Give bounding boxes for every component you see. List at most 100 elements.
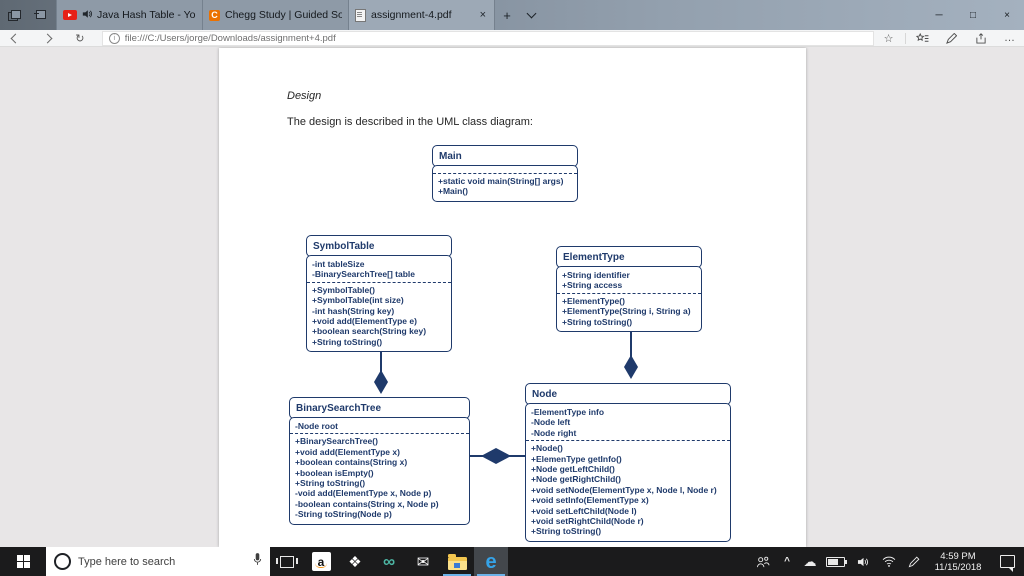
taskbar-item-dropbox[interactable]: ❖ [338, 547, 372, 576]
task-view-icon [276, 555, 298, 568]
hidden-icons-chevron[interactable]: ^ [784, 556, 790, 567]
uml-method: -int hash(String key) [312, 305, 395, 316]
onedrive-cloud-icon[interactable]: ☁ [803, 553, 817, 569]
connector-elementtype-node [630, 327, 632, 357]
uml-attribute: -Node root [295, 421, 338, 431]
url-text: file:///C:/Users/jorge/Downloads/assignm… [124, 32, 336, 44]
page-info-icon[interactable]: i [108, 32, 120, 44]
uml-method: +String toString() [562, 316, 633, 327]
uml-attributes [433, 166, 577, 173]
share-icon[interactable] [966, 32, 995, 44]
uml-attribute: -BinarySearchTree[] table [312, 269, 415, 280]
uml-attributes: -Node root [290, 418, 469, 433]
pdf-viewer[interactable]: Design The design is described in the UM… [0, 47, 1024, 547]
browser-navbar: ↻ i file:///C:/Users/jorge/Downloads/ass… [0, 30, 1024, 47]
close-button[interactable]: × [1004, 9, 1010, 21]
uml-methods: +SymbolTable()+SymbolTable(int size)-int… [307, 281, 451, 351]
volume-icon[interactable] [850, 556, 876, 568]
taskbar-item-edge[interactable]: e [474, 547, 508, 576]
taskbar-item-file-explorer[interactable] [440, 547, 474, 576]
uml-class-name: Main [432, 145, 578, 167]
navbar-right-icons: ☆ … [874, 32, 1024, 45]
uml-method: +SymbolTable() [312, 284, 375, 295]
uml-method: +void setRightChild(Node r) [531, 516, 644, 527]
uml-method: +BinarySearchTree() [295, 436, 378, 447]
uml-class-body: -Node root +BinarySearchTree()+void add(… [289, 417, 470, 525]
connector-bst-node [470, 455, 484, 457]
uml-class-name: Node [525, 383, 731, 405]
clock-date: 11/15/2018 [934, 561, 982, 573]
uml-method: +Main() [438, 186, 468, 197]
dropbox-icon: ❖ [348, 553, 362, 571]
tab-strip: Java Hash Table - YouTu C Chegg Study | … [56, 0, 495, 30]
uml-attributes: +String identifier+String access [557, 267, 701, 293]
uml-attribute: -ElementType info [531, 407, 605, 417]
action-center-button[interactable] [990, 555, 1024, 572]
minimize-button[interactable]: ─ [935, 9, 943, 21]
search-placeholder: Type here to search [78, 555, 176, 568]
maximize-button[interactable]: □ [969, 9, 977, 21]
tab-youtube[interactable]: Java Hash Table - YouTu [56, 0, 203, 30]
tab-audio-icon[interactable] [82, 9, 92, 22]
uml-attribute: -int tableSize [312, 259, 365, 269]
uml-attribute: +String access [562, 280, 623, 291]
uml-method: +String toString() [295, 478, 366, 489]
refresh-button[interactable]: ↻ [75, 32, 85, 45]
uml-class-body: -int tableSize-BinarySearchTree[] table … [306, 255, 452, 353]
pdf-page: Design The design is described in the UM… [219, 48, 806, 547]
infinity-app-icon: ∞ [382, 551, 396, 571]
uml-attributes: -ElementType info-Node left-Node right [526, 404, 730, 440]
uml-method: +boolean isEmpty() [295, 467, 374, 478]
uml-methods: +ElementType()+ElementType(String i, Str… [557, 292, 701, 331]
uml-method: -boolean contains(String x, Node p) [295, 498, 439, 509]
uml-class-name: ElementType [556, 246, 702, 268]
taskbar-item-amazon[interactable]: a [304, 547, 338, 576]
tab-close-icon[interactable]: × [479, 9, 486, 21]
tab-preview-chevron-icon[interactable] [519, 0, 543, 30]
pdf-document-icon [355, 8, 366, 22]
uml-class-body: +static void main(String[] args)+Main() [432, 165, 578, 202]
microphone-icon[interactable] [253, 552, 262, 571]
taskbar-item-mail[interactable]: ✉ [406, 547, 440, 576]
tab-title: assignment-4.pdf [371, 9, 452, 21]
uml-method: +static void main(String[] args) [438, 176, 564, 186]
uml-method: +void setInfo(ElementType x) [531, 495, 649, 506]
set-tabs-aside-icon[interactable] [8, 9, 21, 21]
uml-method: +ElementType() [562, 295, 625, 306]
pen-icon[interactable] [902, 556, 926, 568]
back-button[interactable] [0, 33, 32, 43]
composition-diamond [481, 448, 511, 464]
windows-taskbar: Type here to search a ❖ ∞ ✉ e ^ ☁ [0, 547, 1024, 576]
uml-class: SymbolTable -int tableSize-BinarySearchT… [306, 235, 452, 353]
restore-tabs-icon[interactable] [33, 9, 46, 21]
uml-class: ElementType +String identifier+String ac… [556, 246, 702, 333]
address-bar[interactable]: i file:///C:/Users/jorge/Downloads/assig… [101, 30, 874, 46]
uml-method: +Node() [531, 443, 563, 454]
start-button[interactable] [0, 547, 46, 576]
windows-logo-icon [16, 555, 30, 568]
search-box[interactable]: Type here to search [46, 547, 270, 576]
taskbar-item-visual-studio[interactable]: ∞ [372, 547, 406, 576]
chegg-icon: C [209, 9, 220, 21]
uml-diagram: Main +static void main(String[] args)+Ma… [219, 48, 806, 547]
people-icon[interactable] [750, 556, 776, 568]
tab-assignment-pdf[interactable]: assignment-4.pdf × [349, 0, 495, 30]
system-tray: ^ ☁ 4:59 PM 11/15/2018 [750, 547, 1024, 576]
battery-icon[interactable] [822, 556, 850, 567]
cortana-icon [54, 553, 71, 570]
new-tab-button[interactable]: + [503, 7, 511, 23]
hub-favorites-icon[interactable] [908, 32, 937, 44]
favorite-star-icon[interactable]: ☆ [883, 32, 894, 45]
wifi-icon[interactable] [876, 556, 902, 567]
uml-method: +boolean search(String key) [312, 326, 427, 337]
uml-method: +SymbolTable(int size) [312, 295, 404, 306]
clock[interactable]: 4:59 PM 11/15/2018 [926, 551, 990, 573]
uml-attributes: -int tableSize-BinarySearchTree[] table [307, 256, 451, 282]
more-options-icon[interactable]: … [1004, 32, 1015, 44]
annotate-pen-icon[interactable] [937, 32, 966, 44]
task-view-button[interactable] [270, 547, 304, 576]
forward-button[interactable] [32, 33, 64, 43]
uml-methods: +BinarySearchTree()+void add(ElementType… [290, 433, 469, 523]
tab-chegg[interactable]: C Chegg Study | Guided Solut [203, 0, 349, 30]
uml-method: +String toString() [312, 336, 383, 347]
